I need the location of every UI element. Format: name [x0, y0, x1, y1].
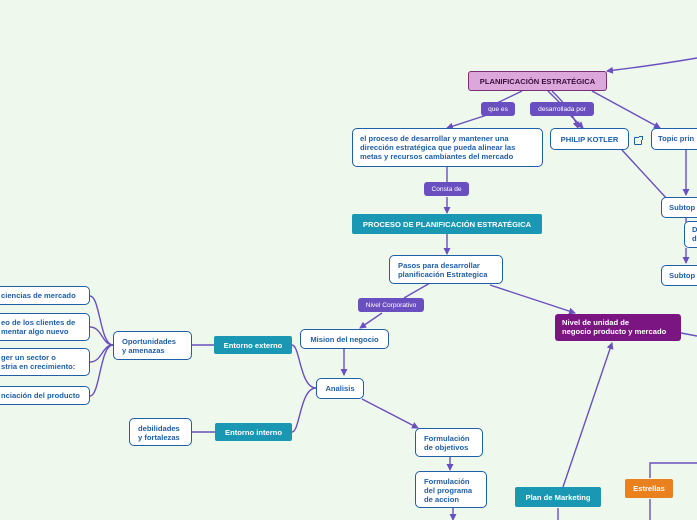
connector-root-que-es: [496, 90, 523, 104]
left-node-sector[interactable]: ger un sector o stria en crecimiento:: [0, 348, 90, 376]
opportunities-node[interactable]: Oportunidades y amenazas: [113, 331, 192, 360]
root-node-planificacion[interactable]: PLANIFICACIÓN ESTRATÉGICA: [468, 71, 607, 91]
connector-business-right: [680, 332, 697, 337]
philip-kotler-node[interactable]: PHILIP KOTLER: [550, 128, 629, 150]
label-desarrollada-por[interactable]: desarrollada por: [530, 102, 594, 116]
left-node-market[interactable]: ciencias de mercado: [0, 286, 90, 305]
subtopic-node-1[interactable]: Subtop: [661, 197, 697, 218]
steps-line-2: planificación Estrategica: [398, 270, 488, 279]
mission-node[interactable]: Mision del negocio: [300, 329, 389, 349]
internal-environment-label: Entorno interno: [225, 427, 282, 437]
connector-nivel-mission: [359, 312, 383, 329]
label-que-es-text: que es: [488, 105, 508, 113]
label-nivel-corporativo-text: Nivel Corporativo: [365, 301, 417, 309]
label-desarrollada-por-text: desarrollada por: [538, 105, 586, 113]
left-node-sector-line-2: stria en crecimiento:: [1, 362, 76, 371]
internal-environment-node[interactable]: Entorno interno: [215, 423, 292, 441]
label-nivel-corporativo[interactable]: Nivel Corporativo: [358, 298, 424, 312]
label-consta-de[interactable]: Consta de: [424, 182, 469, 196]
steps-line-1: Pasos para desarrollar: [398, 261, 480, 270]
weaknesses-node[interactable]: debilidades y fortalezas: [129, 418, 192, 446]
analysis-node[interactable]: Analisis: [316, 378, 364, 399]
weaknesses-line-2: y fortalezas: [138, 433, 180, 442]
process-node[interactable]: PROCESO DE PLANIFICACIÓN ESTRATÉGICA: [352, 214, 542, 234]
program-node[interactable]: Formulación del programa de accion: [415, 471, 487, 508]
external-link-icon[interactable]: [634, 136, 643, 145]
business-unit-line-2: negocio producto y mercado: [562, 327, 667, 336]
opportunities-line-2: y amenazas: [122, 346, 165, 355]
objectives-line-2: de objetivos: [424, 443, 469, 452]
connector-steps-business: [489, 284, 576, 315]
label-consta-de-text: Consta de: [431, 185, 462, 193]
connector-plan-business: [562, 342, 614, 488]
philip-kotler-label: PHILIP KOTLER: [560, 134, 619, 144]
connector-steps-nivel: [403, 282, 431, 299]
connector-analysis-objectives: [361, 398, 419, 429]
process-label: PROCESO DE PLANIFICACIÓN ESTRATÉGICA: [362, 219, 532, 229]
mission-label: Mision del negocio: [310, 334, 379, 344]
connector-root-topic: [591, 90, 661, 129]
connector-offscreen-root: [606, 57, 697, 74]
subtopic-2-label: Subtop: [669, 271, 696, 280]
left-node-product[interactable]: nciación del producto: [0, 386, 90, 405]
program-line-2: del programa: [424, 486, 473, 495]
connector-que-es-definition: [446, 114, 488, 130]
weaknesses-line-1: debilidades: [138, 424, 180, 433]
left-node-market-label: ciencias de mercado: [1, 291, 76, 300]
topic-primary-node[interactable]: Topic prin: [651, 128, 697, 150]
subtopic-mid-line-2: d: [692, 234, 697, 243]
business-unit-line-1: Nivel de unidad de: [562, 318, 630, 327]
connector-stars-top: [649, 462, 697, 478]
stars-node[interactable]: Estrellas: [625, 479, 673, 498]
connector-opp-left2: [89, 326, 114, 346]
program-line-1: Formulación: [424, 477, 470, 486]
subtopic-mid-line-1: D: [692, 225, 697, 234]
definition-line-1: el proceso de desarrollar y mantener una: [360, 134, 509, 143]
business-unit-node[interactable]: Nivel de unidad de negocio producto y me…: [555, 314, 681, 341]
left-node-clients-line-1: eo de los clientes de: [1, 318, 76, 327]
subtopic-mid-node[interactable]: D d: [684, 221, 697, 248]
connector-opp-left4: [89, 344, 114, 397]
definition-node[interactable]: el proceso de desarrollar y mantener una…: [352, 128, 543, 167]
connector-kotler-subtopic: [621, 149, 669, 201]
objectives-line-1: Formulación: [424, 434, 470, 443]
root-node-label: PLANIFICACIÓN ESTRATÉGICA: [479, 76, 596, 86]
connector-opp-left3: [89, 344, 114, 363]
marketing-plan-node[interactable]: Plan de Marketing: [515, 487, 601, 507]
connector-analysis-internal: [291, 387, 317, 433]
topic-primary-label: Topic prin: [658, 134, 695, 143]
subtopic-node-2[interactable]: Subtop: [661, 265, 697, 286]
connector-analysis-external: [291, 344, 317, 389]
analysis-label: Analisis: [325, 384, 355, 393]
steps-node[interactable]: Pasos para desarrollar planificación Est…: [389, 255, 503, 284]
left-node-product-label: nciación del producto: [1, 391, 80, 400]
connector-desarrollada-kotler: [569, 114, 584, 129]
left-node-sector-line-1: ger un sector o: [1, 353, 56, 362]
objectives-node[interactable]: Formulación de objetivos: [415, 428, 483, 457]
marketing-plan-label: Plan de Marketing: [525, 492, 591, 502]
opportunities-line-1: Oportunidades: [122, 337, 177, 346]
external-environment-label: Entorno externo: [223, 340, 283, 350]
connector-root-desarrollada: [547, 90, 561, 104]
label-que-es[interactable]: que es: [481, 102, 515, 116]
left-node-clients-line-2: mentar algo nuevo: [1, 327, 69, 336]
subtopic-1-label: Subtop: [669, 203, 696, 212]
external-environment-node[interactable]: Entorno externo: [214, 336, 292, 354]
program-line-3: de accion: [424, 495, 460, 504]
connector-opp-left1: [89, 295, 114, 346]
stars-label: Estrellas: [633, 484, 665, 493]
left-node-clients[interactable]: eo de los clientes de mentar algo nuevo: [0, 313, 90, 341]
definition-line-3: metas y recursos cambiantes del mercado: [360, 152, 514, 161]
definition-line-2: dirección estratégica que pueda alinear …: [360, 143, 516, 152]
